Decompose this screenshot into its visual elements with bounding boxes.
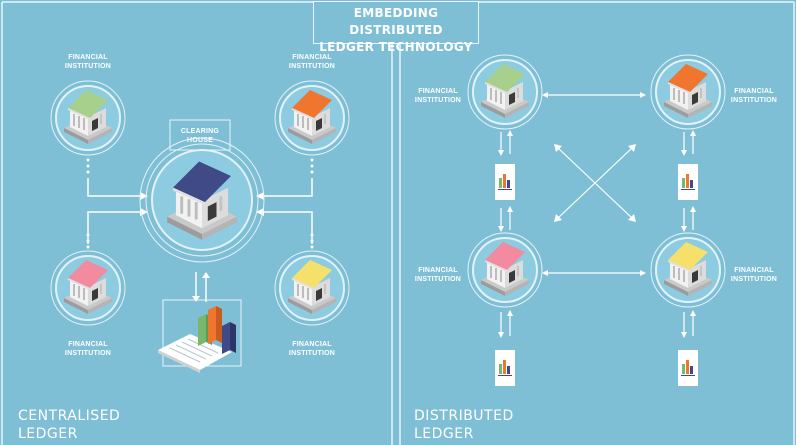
right-bank-4-icon <box>664 242 712 296</box>
page-title: EMBEDDING DISTRIBUTED LEDGER TECHNOLOGY <box>313 1 479 54</box>
left-bank-1-icon <box>64 90 112 144</box>
right-bank-2-icon <box>664 64 712 118</box>
clearing-house-bank-icon <box>167 161 237 240</box>
left-bank-2-icon <box>288 90 336 144</box>
ledger-doc-icon <box>495 350 515 386</box>
ledger-doc-icon <box>495 164 515 200</box>
left-bank-4-icon <box>288 260 336 314</box>
title-line-1: EMBEDDING DISTRIBUTED <box>349 6 443 37</box>
ledger-doc-icon <box>678 164 698 200</box>
distributed-connectors <box>500 94 694 336</box>
centralised-ledger-icon <box>158 272 242 373</box>
title-line-2: LEDGER TECHNOLOGY <box>319 40 473 54</box>
right-bank-3-icon <box>481 242 529 296</box>
right-bank-1-icon <box>481 64 529 118</box>
ledger-doc-icon <box>678 350 698 386</box>
centralised-connectors <box>87 178 313 244</box>
clearing-house-label-box <box>169 119 231 151</box>
left-bank-3-icon <box>64 260 112 314</box>
